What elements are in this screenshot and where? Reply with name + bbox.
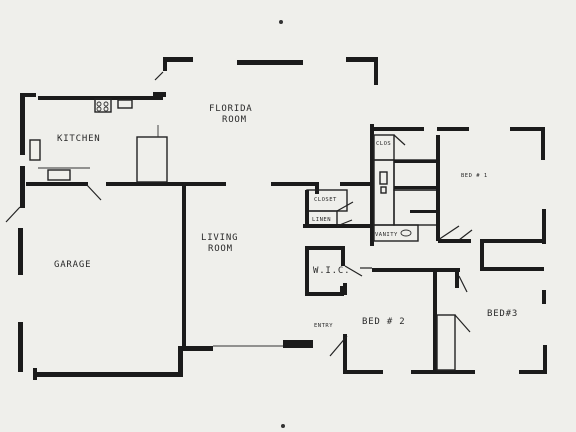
bathroom-block	[373, 134, 473, 242]
label-living-room-2: ROOM	[208, 244, 233, 254]
left-exterior-walls	[5, 93, 213, 380]
label-linen: LINEN	[312, 217, 331, 223]
florida-room-walls	[154, 57, 378, 85]
label-bed1: BED # 1	[461, 173, 488, 179]
bed1-bed3-partition	[438, 239, 544, 271]
label-kitchen: KITCHEN	[57, 134, 101, 144]
label-bed3: BED#3	[487, 309, 518, 319]
label-florida-room-2: ROOM	[222, 115, 247, 125]
wic-walls	[305, 246, 363, 296]
hall-and-bed2-bed3-walls	[329, 267, 471, 371]
label-garage: GARAGE	[54, 260, 91, 270]
label-closet: CLOSET	[314, 197, 337, 203]
central-walls	[271, 124, 374, 246]
pin-hole-top	[279, 20, 283, 24]
label-entry: ENTRY	[314, 323, 333, 329]
pin-hole-bottom	[281, 424, 285, 428]
bedroom-exterior-walls	[343, 127, 547, 374]
label-bed2: BED # 2	[362, 317, 406, 327]
kitchen-walls	[26, 92, 226, 201]
label-vanity: VANITY	[375, 232, 398, 238]
label-living-room-1: LIVING	[201, 233, 238, 243]
label-wic: W.I.C.	[313, 266, 350, 276]
garage-living-partition	[182, 186, 313, 348]
label-florida-room-1: FLORIDA	[209, 104, 253, 114]
label-clos: CLOS	[376, 141, 391, 147]
